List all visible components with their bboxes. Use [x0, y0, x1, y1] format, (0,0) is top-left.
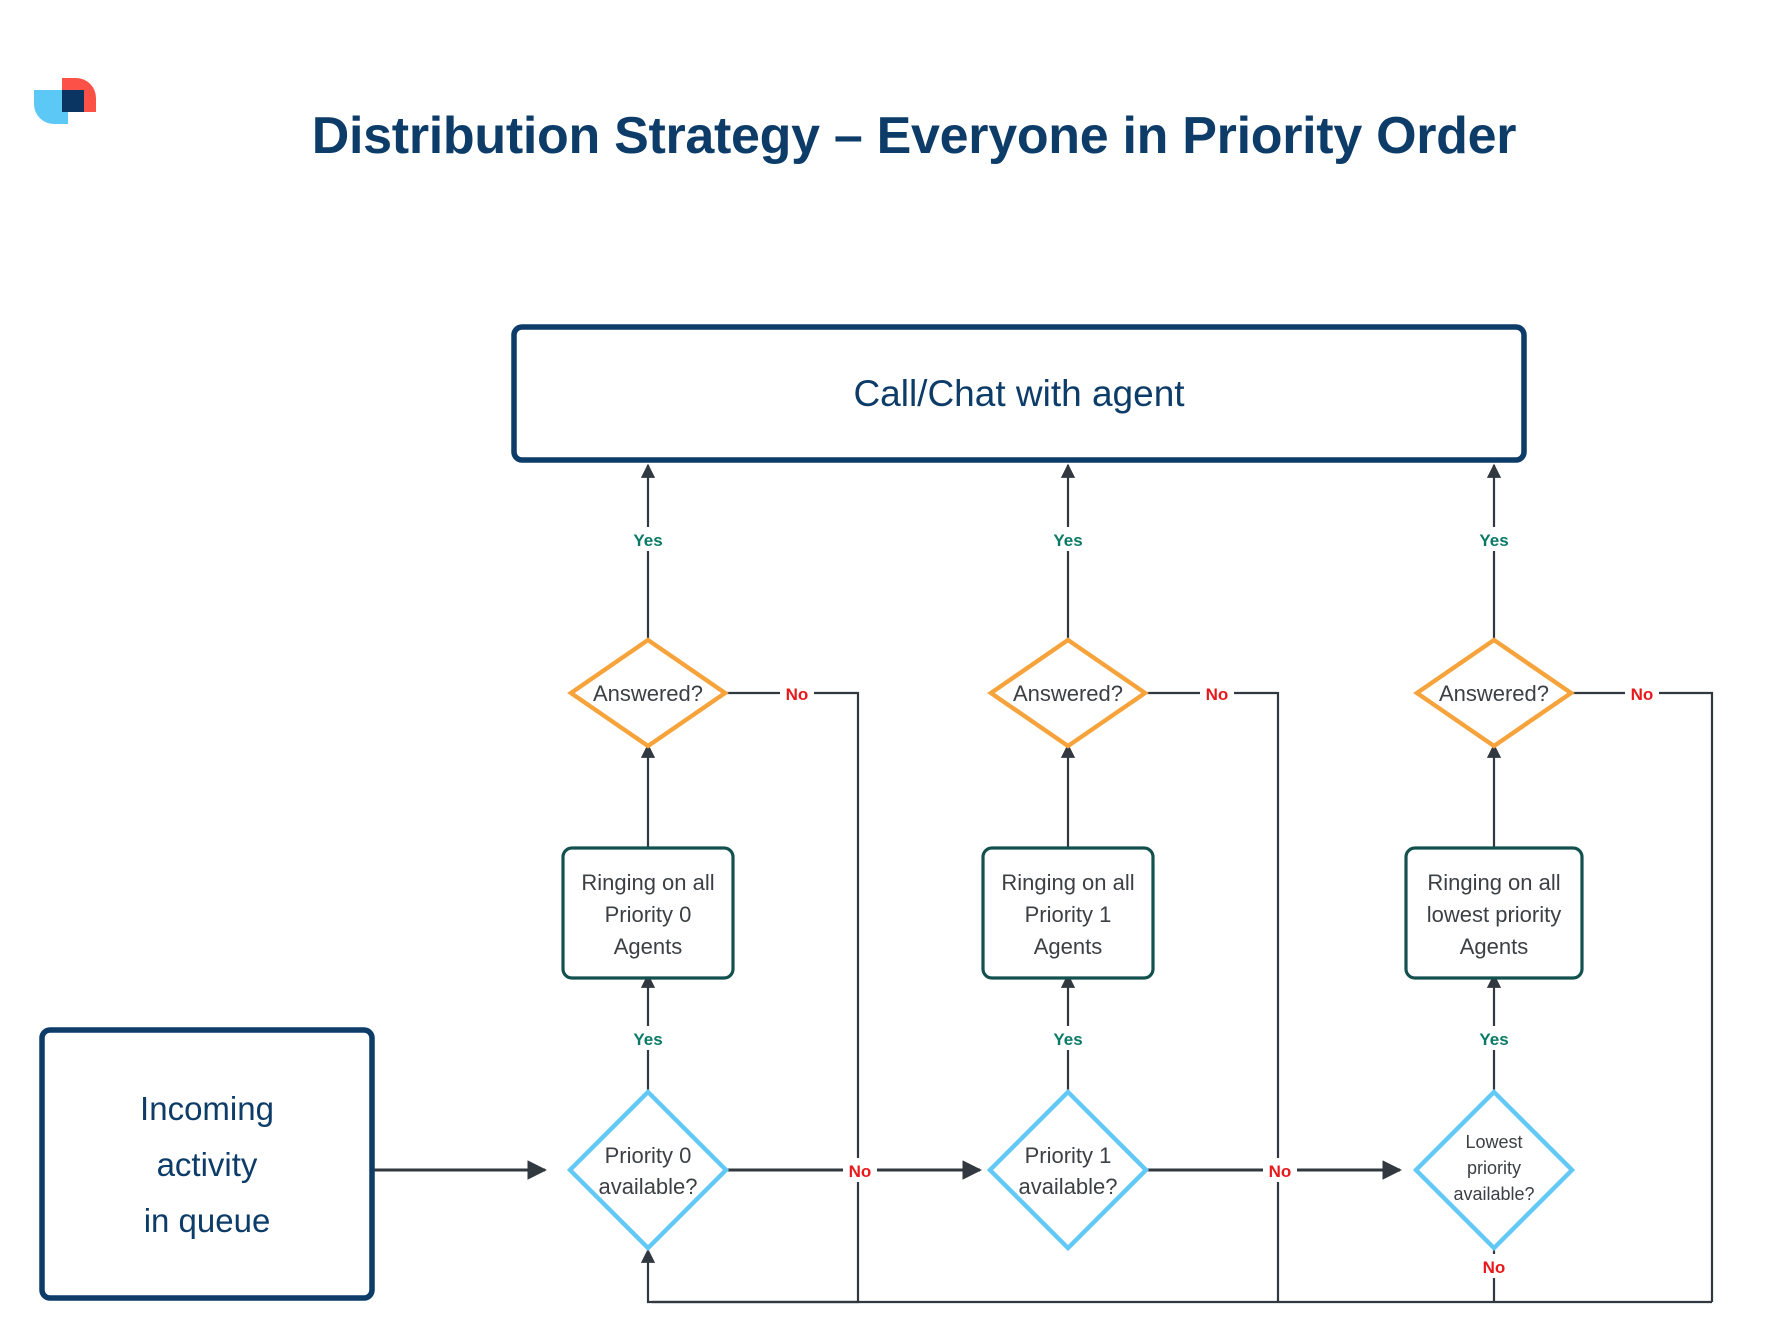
edge-label-no-answered-0: No [786, 685, 809, 704]
ringing-priority-1-line2: Priority 1 [1025, 902, 1112, 927]
label-bg [628, 1026, 670, 1050]
node-lowest-priority-available[interactable]: Lowest priority available? [1412, 1088, 1576, 1252]
call-chat-box[interactable] [511, 324, 1527, 463]
answered-0-diamond[interactable] [567, 637, 729, 749]
incoming-activity-box[interactable] [39, 1027, 375, 1301]
lowest-priority-available-diamond[interactable] [1412, 1088, 1576, 1252]
node-call-chat-with-agent[interactable]: Call/Chat with agent [511, 324, 1527, 463]
label-bg [780, 681, 814, 705]
priority-0-available-line2: available? [598, 1174, 697, 1199]
edge-label-yes-lowest-priority: Yes [1479, 1030, 1508, 1049]
lowest-priority-line3: available? [1453, 1184, 1534, 1204]
ringing-lowest-priority-box[interactable] [1404, 846, 1584, 980]
edge-label-layer: Yes Yes Yes No No No Yes Yes Yes No No N… [628, 527, 1659, 1278]
incoming-activity-line2: activity [157, 1146, 258, 1183]
node-ringing-lowest-priority[interactable]: Ringing on all lowest priority Agents [1404, 846, 1584, 980]
answered-lowest-label: Answered? [1439, 681, 1549, 706]
node-incoming-activity[interactable]: Incoming activity in queue [39, 1027, 375, 1301]
node-ringing-priority-0[interactable]: Ringing on all Priority 0 Agents [561, 846, 735, 980]
edge-anslow-no-loop [1571, 691, 1714, 1302]
edge-label-yes-priority-0: Yes [633, 1030, 662, 1049]
lowest-priority-line1: Lowest [1465, 1132, 1522, 1152]
edge-label-yes-answered-0: Yes [633, 531, 662, 550]
incoming-activity-line3: in queue [144, 1202, 271, 1239]
label-bg [843, 1158, 877, 1182]
edge-ans1-no-loop [1145, 691, 1280, 1302]
edge-bottom-return-bus [640, 1248, 1712, 1304]
label-bg [1474, 1026, 1516, 1050]
ringing-priority-0-line1: Ringing on all [581, 870, 714, 895]
label-bg [1263, 1158, 1297, 1182]
logo-navy-square [62, 90, 84, 112]
call-chat-label: Call/Chat with agent [853, 373, 1185, 414]
node-answered-1[interactable]: Answered? [987, 637, 1149, 749]
answered-0-label: Answered? [593, 681, 703, 706]
node-priority-0-available[interactable]: Priority 0 available? [566, 1088, 730, 1252]
node-ringing-priority-1[interactable]: Ringing on all Priority 1 Agents [981, 846, 1155, 980]
label-bg [1200, 681, 1234, 705]
ringing-priority-0-line3: Agents [614, 934, 683, 959]
page-title: Distribution Strategy – Everyone in Prio… [311, 107, 1517, 165]
company-logo-icon [34, 68, 96, 130]
page-header: Distribution Strategy – Everyone in Prio… [0, 0, 1771, 210]
priority-1-available-line2: available? [1018, 1174, 1117, 1199]
label-bg [628, 527, 670, 551]
priority-1-available-line1: Priority 1 [1025, 1143, 1112, 1168]
lowest-priority-line2: priority [1467, 1158, 1521, 1178]
incoming-activity-line1: Incoming [140, 1090, 274, 1127]
edge-label-no-priority-0: No [849, 1162, 872, 1181]
priority-1-available-diamond[interactable] [986, 1088, 1150, 1252]
node-answered-0[interactable]: Answered? [567, 637, 729, 749]
answered-1-label: Answered? [1013, 681, 1123, 706]
label-bg [1474, 527, 1516, 551]
label-bg [1477, 1254, 1511, 1278]
priority-0-available-line1: Priority 0 [605, 1143, 692, 1168]
edge-label-yes-answered-1: Yes [1053, 531, 1082, 550]
ringing-priority-1-box[interactable] [981, 846, 1155, 980]
edge-label-no-priority-1: No [1269, 1162, 1292, 1181]
logo-blue-shape [34, 90, 68, 124]
ringing-priority-0-line2: Priority 0 [605, 902, 692, 927]
label-bg [1048, 527, 1090, 551]
ringing-priority-0-box[interactable] [561, 846, 735, 980]
ringing-priority-1-line3: Agents [1034, 934, 1103, 959]
ringing-lowest-line3: Agents [1460, 934, 1529, 959]
ringing-lowest-line1: Ringing on all [1427, 870, 1560, 895]
ringing-priority-1-line1: Ringing on all [1001, 870, 1134, 895]
answered-lowest-diamond[interactable] [1413, 637, 1575, 749]
edge-label-no-answered-lowest: No [1631, 685, 1654, 704]
edge-label-no-answered-1: No [1206, 685, 1229, 704]
answered-1-diamond[interactable] [987, 637, 1149, 749]
node-answered-lowest[interactable]: Answered? [1413, 637, 1575, 749]
ringing-lowest-line2: lowest priority [1427, 902, 1561, 927]
label-bg [1625, 681, 1659, 705]
edge-label-yes-answered-lowest: Yes [1479, 531, 1508, 550]
label-bg [1048, 1026, 1090, 1050]
priority-0-available-diamond[interactable] [566, 1088, 730, 1252]
node-priority-1-available[interactable]: Priority 1 available? [986, 1088, 1150, 1252]
edge-label-yes-priority-1: Yes [1053, 1030, 1082, 1049]
edge-label-no-lowest-priority: No [1483, 1258, 1506, 1277]
